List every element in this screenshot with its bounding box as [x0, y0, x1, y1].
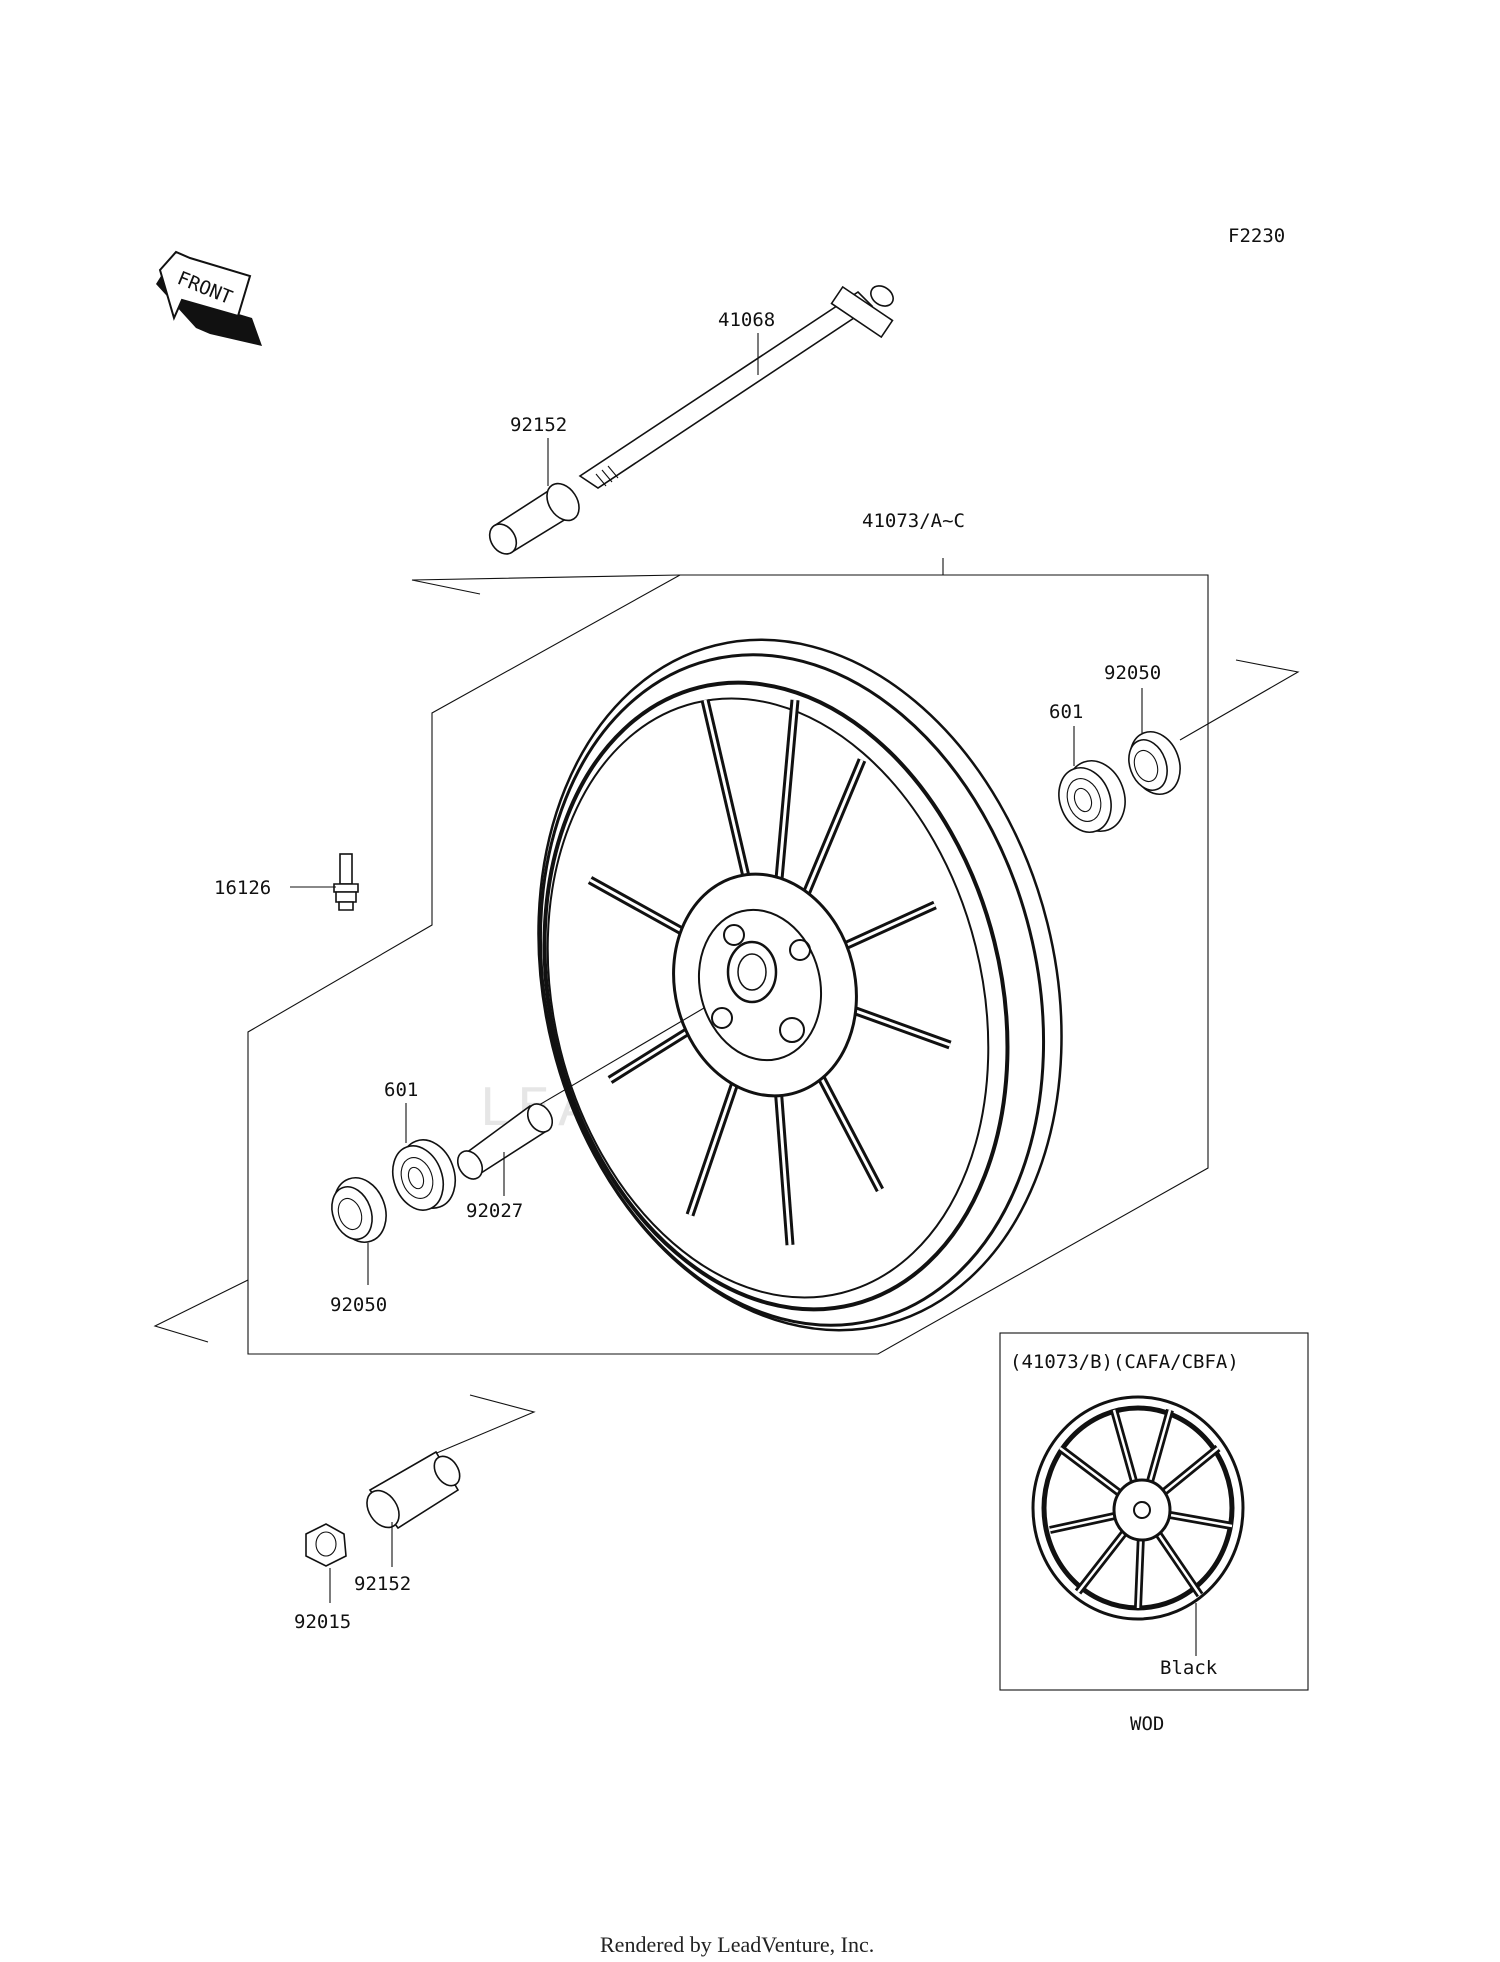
label-nut-92015: 92015	[294, 1611, 351, 1633]
label-valve-16126: 16126	[214, 877, 271, 899]
label-collar-bottom-92152: 92152	[354, 1573, 411, 1595]
label-bearing-left-601: 601	[384, 1079, 418, 1101]
label-bearing-right-601: 601	[1049, 701, 1083, 723]
footer-credit: Rendered by LeadVenture, Inc.	[600, 1932, 874, 1957]
inset-box	[999, 1332, 1309, 1691]
wheel-41073	[537, 638, 1063, 1332]
label-oil-seal-left-92050: 92050	[330, 1294, 387, 1316]
valve-16126	[333, 853, 359, 911]
label-wheel-41073: 41073/A~C	[862, 510, 965, 532]
label-axle-41068: 41068	[718, 309, 775, 331]
bearing-601-left	[391, 1139, 457, 1211]
collar-92152-bottom	[366, 1450, 461, 1530]
nut-92015	[305, 1523, 347, 1567]
bearing-601-right	[1058, 760, 1126, 833]
inset-title: (41073/B)(CAFA/CBFA)	[1010, 1351, 1239, 1373]
label-spacer-92027: 92027	[466, 1200, 523, 1222]
oil-seal-92050-left	[331, 1177, 387, 1243]
spacer-92027	[456, 1103, 554, 1180]
front-arrow-icon: FRONT	[156, 250, 262, 346]
inset-color-label: Black	[1160, 1657, 1218, 1679]
diagram-code: F2230	[1228, 225, 1285, 247]
inset-caption: WOD	[1130, 1713, 1164, 1735]
axis-line-bottom	[431, 1394, 536, 1456]
collar-92152-top	[488, 482, 580, 555]
label-collar-top-92152: 92152	[510, 414, 567, 436]
assembly-bracket	[247, 574, 1209, 1355]
oil-seal-92050-right	[1128, 731, 1181, 795]
axis-line-right	[1179, 659, 1300, 741]
axle-41068	[578, 285, 894, 489]
inset-wheel-black	[1031, 1395, 1245, 1621]
axis-line-top	[411, 574, 681, 595]
label-oil-seal-right-92050: 92050	[1104, 662, 1161, 684]
axis-line-left	[153, 1279, 249, 1343]
